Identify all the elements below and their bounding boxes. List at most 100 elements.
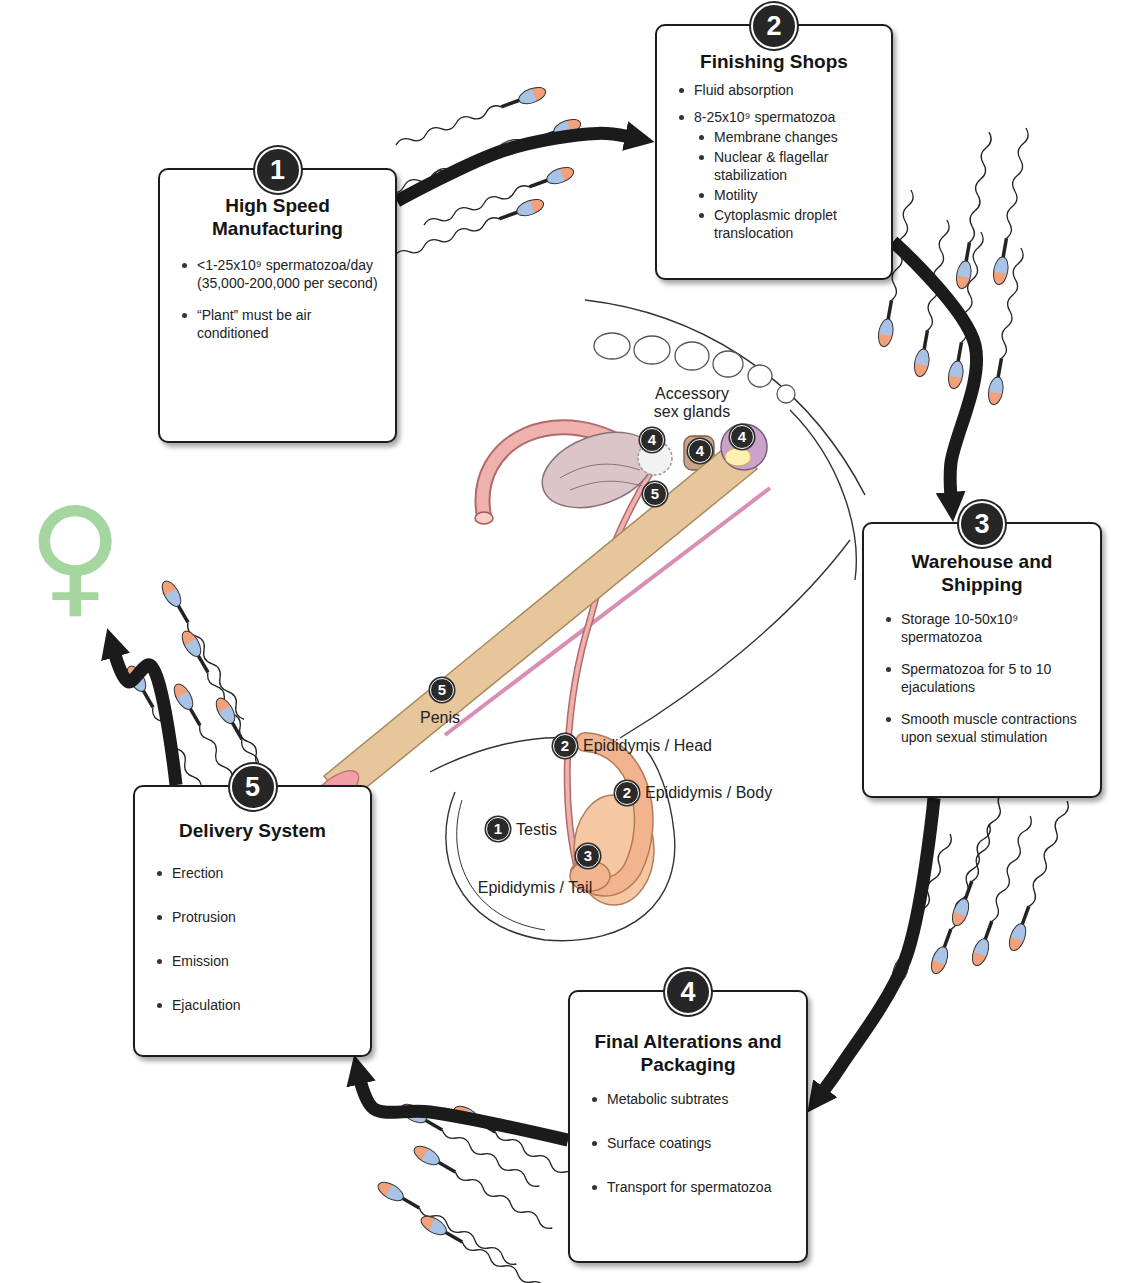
callout-number: 5 [430, 678, 454, 702]
bullet-text: Transport for spermatozoa [607, 1178, 771, 1196]
bullet-list: ErectionProtrusionEmissionEjaculation [135, 864, 370, 1014]
step-box: 5Delivery SystemErectionProtrusionEmissi… [133, 785, 372, 1057]
bullet-text: Nuclear & flagellar stabilization [714, 148, 877, 184]
part-label: Epididymis / Tail [478, 879, 592, 897]
prostate-detail [725, 448, 751, 466]
step-box: 1High Speed Manufacturing<1-25x10⁹ sperm… [158, 168, 397, 443]
bullet-item: <1-25x10⁹ spermatozoa/day (35,000-200,00… [182, 256, 381, 292]
callout-number: 1 [486, 817, 510, 841]
vertebra [748, 365, 772, 387]
bullet-text: Erection [172, 864, 223, 882]
symbol-glyph: ♀ [20, 480, 130, 630]
callout-number: 4 [730, 425, 754, 449]
bullet-item: Nuclear & flagellar stabilization [679, 148, 877, 184]
box-title: Warehouse and Shipping [864, 550, 1100, 596]
step-box: 3Warehouse and ShippingStorage 10-50x10⁹… [862, 522, 1102, 798]
bullet-text: Fluid absorption [694, 81, 794, 99]
bullet-text: Spermatozoa for 5 to 10 ejaculations [901, 660, 1086, 696]
bullet-dot [182, 263, 187, 268]
female-symbol: ♀ [20, 480, 130, 630]
urethra-stripe [445, 488, 770, 735]
sperm-cell [392, 196, 546, 264]
bullet-item: Motility [679, 186, 877, 204]
penis-shaft [324, 441, 757, 804]
seminal-vesicle-detail [560, 464, 642, 490]
bullet-list: Metabolic subtratesSurface coatingsTrans… [570, 1090, 806, 1196]
box-title: Delivery System [135, 819, 370, 842]
step-number: 3 [959, 501, 1005, 547]
bullet-dot [886, 667, 891, 672]
bullet-text: “Plant” must be air conditioned [197, 306, 381, 342]
bullet-item: Emission [157, 952, 356, 970]
bullet-text: Surface coatings [607, 1134, 711, 1152]
bullet-text: Cytoplasmic droplet translocation [714, 206, 877, 242]
step-box: 4Final Alterations and PackagingMetaboli… [568, 990, 808, 1263]
tube-cut-end [475, 512, 493, 524]
bullet-text: <1-25x10⁹ spermatozoa/day (35,000-200,00… [197, 256, 381, 292]
sperm-cell [158, 578, 250, 723]
bullet-item: Fluid absorption [679, 81, 877, 99]
bullet-dot [699, 213, 704, 218]
bullet-item: Cytoplasmic droplet translocation [679, 206, 877, 242]
bullet-dot [182, 313, 187, 318]
step-number: 4 [665, 969, 711, 1015]
bullet-dot [699, 135, 704, 140]
edge-group [115, 133, 977, 1140]
flow-arrow [893, 242, 977, 494]
bullet-list: Fluid absorption 8-25x10⁹ spermatozoaMemb… [657, 81, 891, 242]
part-label: Epididymis / Head [583, 737, 712, 755]
bullet-dot [157, 1003, 162, 1008]
bullet-dot [679, 88, 684, 93]
vertebra [675, 342, 709, 370]
bullet-item: “Plant” must be air conditioned [182, 306, 381, 342]
step-number: 2 [751, 3, 797, 49]
bullet-dot [592, 1097, 597, 1102]
bullet-text: Emission [172, 952, 229, 970]
step-box: 2Finishing ShopsFluid absorption8-25x10⁹… [655, 24, 893, 280]
bullet-dot [699, 155, 704, 160]
part-label: Accessory sex glands [645, 385, 740, 421]
sperm-cell [1006, 799, 1074, 953]
callout-number: 4 [688, 439, 712, 463]
sperm-cell [954, 131, 995, 290]
bullet-text: Ejaculation [172, 996, 241, 1014]
bullet-dot [157, 915, 162, 920]
bullet-dot [699, 193, 704, 198]
bullet-dot [157, 959, 162, 964]
bullet-dot [592, 1185, 597, 1190]
bullet-item: Metabolic subtrates [592, 1090, 792, 1108]
bullet-item: Protrusion [157, 908, 356, 926]
bullet-list: Storage 10-50x10⁹ spermatozoaSpermatozoa… [864, 610, 1100, 746]
box-title: Final Alterations and Packaging [570, 1030, 806, 1076]
bullet-text: Metabolic subtrates [607, 1090, 728, 1108]
bullet-dot [592, 1141, 597, 1146]
bullet-dot [157, 871, 162, 876]
bullet-text: Protrusion [172, 908, 236, 926]
flow-arrow [115, 655, 176, 785]
box-title: Finishing Shops [657, 50, 891, 73]
scrotum-outline [457, 800, 545, 930]
bullet-text: Storage 10-50x10⁹ spermatozoa [901, 610, 1086, 646]
callout-number: 2 [615, 781, 639, 805]
part-label: Epididymis / Body [645, 784, 772, 802]
step-number: 1 [255, 147, 301, 193]
callout-number: 4 [640, 428, 664, 452]
bullet-item: Spermatozoa for 5 to 10 ejaculations [886, 660, 1086, 696]
bullet-item: Storage 10-50x10⁹ spermatozoa [886, 610, 1086, 646]
body-outline [790, 410, 856, 580]
bullet-item: Membrane changes [679, 128, 877, 146]
vertebra [777, 385, 795, 403]
vertebra [634, 336, 670, 364]
bullet-item: Smooth muscle contractions upon sexual s… [886, 710, 1086, 746]
flow-arrow [397, 133, 627, 201]
part-label: Testis [516, 821, 557, 839]
bullet-text: 8-25x10⁹ spermatozoa [694, 108, 835, 126]
step-number: 5 [230, 764, 276, 810]
bullet-item: Surface coatings [592, 1134, 792, 1152]
sperm-cell [969, 814, 1037, 968]
bullet-text: Membrane changes [714, 128, 838, 146]
flow-arrow [361, 1082, 568, 1140]
bullet-text: Motility [714, 186, 758, 204]
